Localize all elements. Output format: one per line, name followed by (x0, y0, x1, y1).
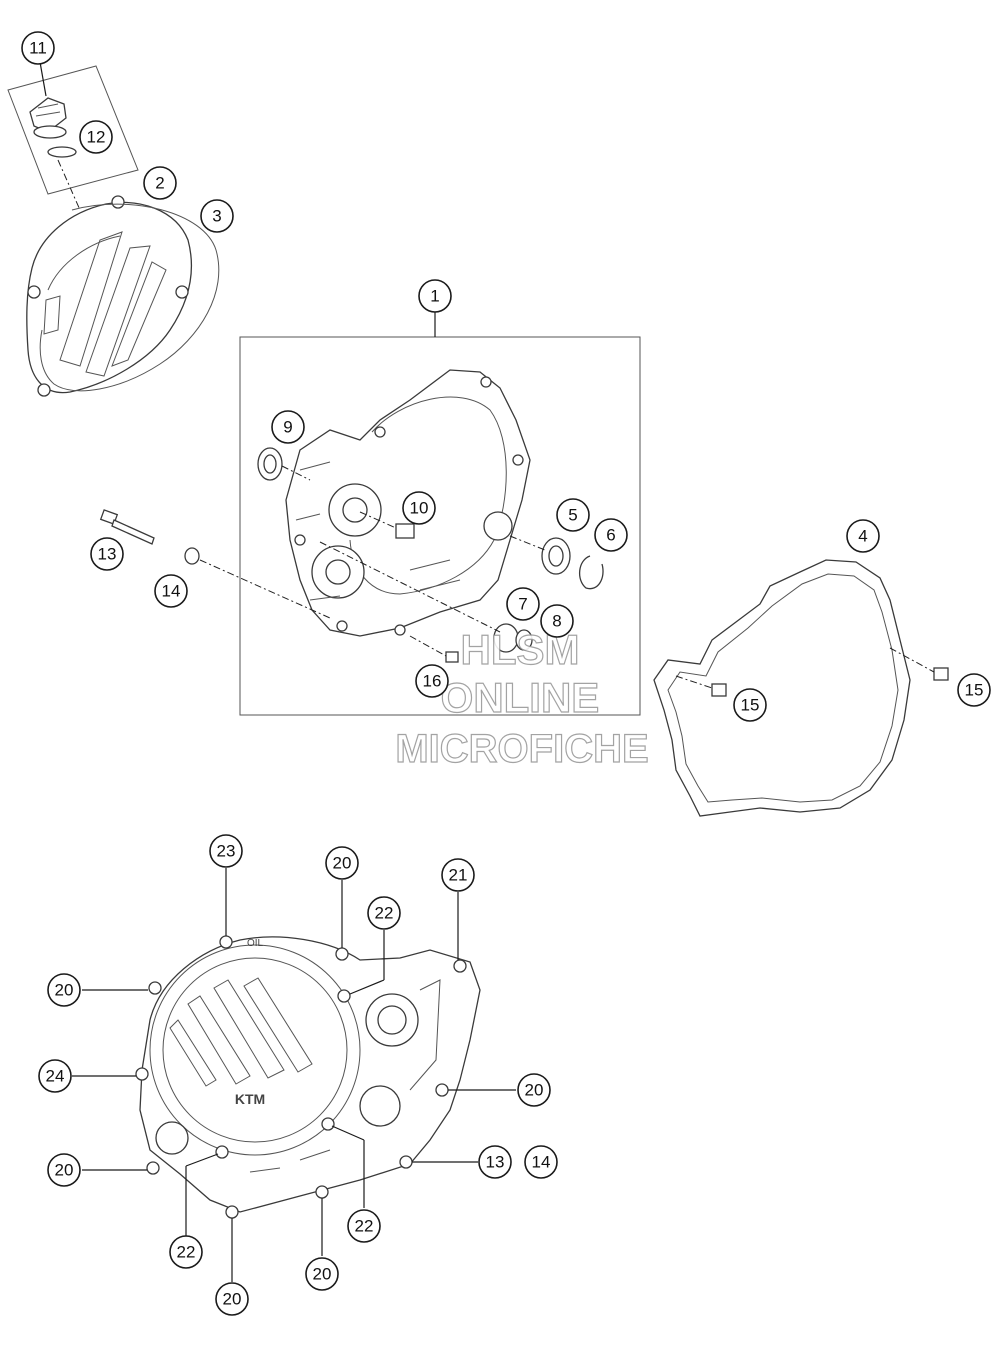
svg-text:16: 16 (423, 672, 442, 691)
callout-7: 7 (506, 587, 540, 621)
svg-text:22: 22 (355, 1217, 374, 1236)
svg-text:15: 15 (741, 696, 760, 715)
assembled-clutch-cover: KTM OIL (135, 935, 481, 1219)
oil-label: OIL (247, 938, 264, 949)
svg-text:20: 20 (223, 1290, 242, 1309)
cover-gasket-ring (39, 203, 220, 392)
callout-4: 4 (846, 519, 880, 553)
svg-text:12: 12 (87, 128, 106, 147)
bolt-13 (99, 509, 155, 545)
svg-text:14: 14 (162, 582, 181, 601)
clutch-cover-outer (26, 195, 193, 397)
dowel-15a (711, 683, 727, 697)
svg-text:8: 8 (552, 612, 561, 631)
callout-22-left: 22 (169, 1235, 203, 1269)
needle-bearing-10 (395, 523, 415, 539)
shaft-seal-5 (541, 537, 571, 575)
svg-text:9: 9 (283, 418, 292, 437)
plug-16 (445, 651, 459, 663)
callout-20-bottom-left: 20 (215, 1282, 249, 1316)
callout-5: 5 (556, 498, 590, 532)
circlip-6 (579, 555, 604, 590)
callout-20-bottom-right: 20 (305, 1257, 339, 1291)
callout-12: 12 (79, 120, 113, 154)
svg-text:20: 20 (313, 1265, 332, 1284)
plug-detail-box (7, 65, 139, 195)
svg-text:3: 3 (212, 207, 221, 226)
callout-2: 2 (143, 166, 177, 200)
ktm-logo: KTM (235, 1091, 265, 1107)
svg-text:5: 5 (568, 506, 577, 525)
shaft-seal-9 (257, 447, 283, 481)
callout-1: 1 (418, 279, 452, 313)
callout-24: 24 (38, 1059, 72, 1093)
svg-text:23: 23 (217, 842, 236, 861)
callout-11: 11 (21, 31, 55, 65)
svg-text:20: 20 (55, 1161, 74, 1180)
svg-text:22: 22 (177, 1243, 196, 1262)
svg-text:22: 22 (375, 904, 394, 923)
svg-text:20: 20 (333, 854, 352, 873)
svg-text:10: 10 (410, 499, 429, 518)
svg-text:4: 4 (858, 527, 867, 546)
callout-8: 8 (540, 604, 574, 638)
callout-14-top: 14 (154, 574, 188, 608)
svg-text:7: 7 (518, 595, 527, 614)
svg-text:21: 21 (449, 866, 468, 885)
svg-text:20: 20 (525, 1081, 544, 1100)
callout-13-top: 13 (90, 537, 124, 571)
dowel-15b (933, 667, 949, 681)
callout-14-bottom: 14 (524, 1145, 558, 1179)
oil-plug-group (7, 61, 139, 211)
callout-6: 6 (594, 518, 628, 552)
svg-text:13: 13 (98, 545, 117, 564)
cover-assembly-box (239, 336, 641, 716)
callout-9: 9 (271, 410, 305, 444)
svg-text:13: 13 (486, 1153, 505, 1172)
svg-text:15: 15 (965, 681, 984, 700)
callout-21: 21 (441, 858, 475, 892)
oil-filler-plug (29, 97, 67, 139)
svg-text:11: 11 (29, 39, 47, 58)
svg-text:20: 20 (55, 981, 74, 1000)
leader-lines (72, 868, 516, 1282)
callout-15-left: 15 (733, 688, 767, 722)
washer-8 (515, 629, 533, 651)
callout-15-right: 15 (957, 673, 991, 707)
svg-text:6: 6 (606, 526, 615, 545)
washer-14 (184, 547, 200, 565)
oil-plug-o-ring (47, 146, 77, 158)
watermark: HLSM ONLINE MICROFICHE (395, 625, 650, 771)
callout-10: 10 (402, 491, 436, 525)
callout-20-top: 20 (325, 846, 359, 880)
clutch-cover-gasket-4 (653, 559, 911, 817)
svg-text:14: 14 (532, 1153, 551, 1172)
svg-text:1: 1 (430, 287, 439, 306)
callout-22-right: 22 (347, 1209, 381, 1243)
svg-text:24: 24 (46, 1067, 65, 1086)
callout-20-left-upper: 20 (47, 973, 81, 1007)
svg-text:2: 2 (155, 174, 164, 193)
callout-23: 23 (209, 834, 243, 868)
callout-20-right: 20 (517, 1073, 551, 1107)
callout-20-left-lower: 20 (47, 1153, 81, 1187)
callout-3: 3 (200, 199, 234, 233)
callout-22-top: 22 (367, 896, 401, 930)
watermark-line2: ONLINE (441, 674, 600, 721)
callout-16: 16 (415, 664, 449, 698)
watermark-line3: MICROFICHE (395, 727, 648, 771)
callout-13-bottom: 13 (478, 1145, 512, 1179)
